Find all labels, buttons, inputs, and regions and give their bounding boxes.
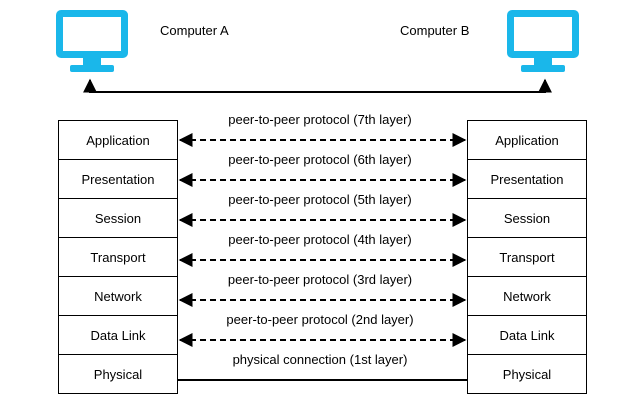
layer-session-b: Session	[467, 198, 587, 238]
computer-b-layer-stack: Application Presentation Session Transpo…	[467, 120, 587, 394]
layer-application-a: Application	[58, 120, 178, 160]
computer-a-label: Computer A	[160, 23, 229, 38]
layer-transport-a: Transport	[58, 237, 178, 277]
protocol-label-layer-7: peer-to-peer protocol (7th layer)	[228, 112, 412, 127]
computer-b-label: Computer B	[400, 23, 470, 38]
protocol-label-layer-2: peer-to-peer protocol (2nd layer)	[226, 312, 414, 327]
computer-a-layer-stack: Application Presentation Session Transpo…	[58, 120, 178, 394]
protocol-label-layer-6: peer-to-peer protocol (6th layer)	[228, 152, 412, 167]
layer-physical-b: Physical	[467, 354, 587, 394]
layer-network-b: Network	[467, 276, 587, 316]
protocol-label-layer-3: peer-to-peer protocol (3rd layer)	[227, 272, 413, 287]
layer-data-link-a: Data Link	[58, 315, 178, 355]
protocol-label-layer-1: physical connection (1st layer)	[232, 352, 408, 367]
computer-b-monitor-icon	[507, 10, 579, 79]
layer-transport-b: Transport	[467, 237, 587, 277]
layer-presentation-b: Presentation	[467, 159, 587, 199]
layer-application-b: Application	[467, 120, 587, 160]
protocol-label-layer-5: peer-to-peer protocol (5th layer)	[228, 192, 412, 207]
computer-a-monitor-icon	[56, 10, 128, 79]
layer-session-a: Session	[58, 198, 178, 238]
computer-link-line	[83, 78, 552, 93]
layer-presentation-a: Presentation	[58, 159, 178, 199]
layer-physical-a: Physical	[58, 354, 178, 394]
protocol-label-layer-4: peer-to-peer protocol (4th layer)	[228, 232, 412, 247]
layer-network-a: Network	[58, 276, 178, 316]
layer-data-link-b: Data Link	[467, 315, 587, 355]
